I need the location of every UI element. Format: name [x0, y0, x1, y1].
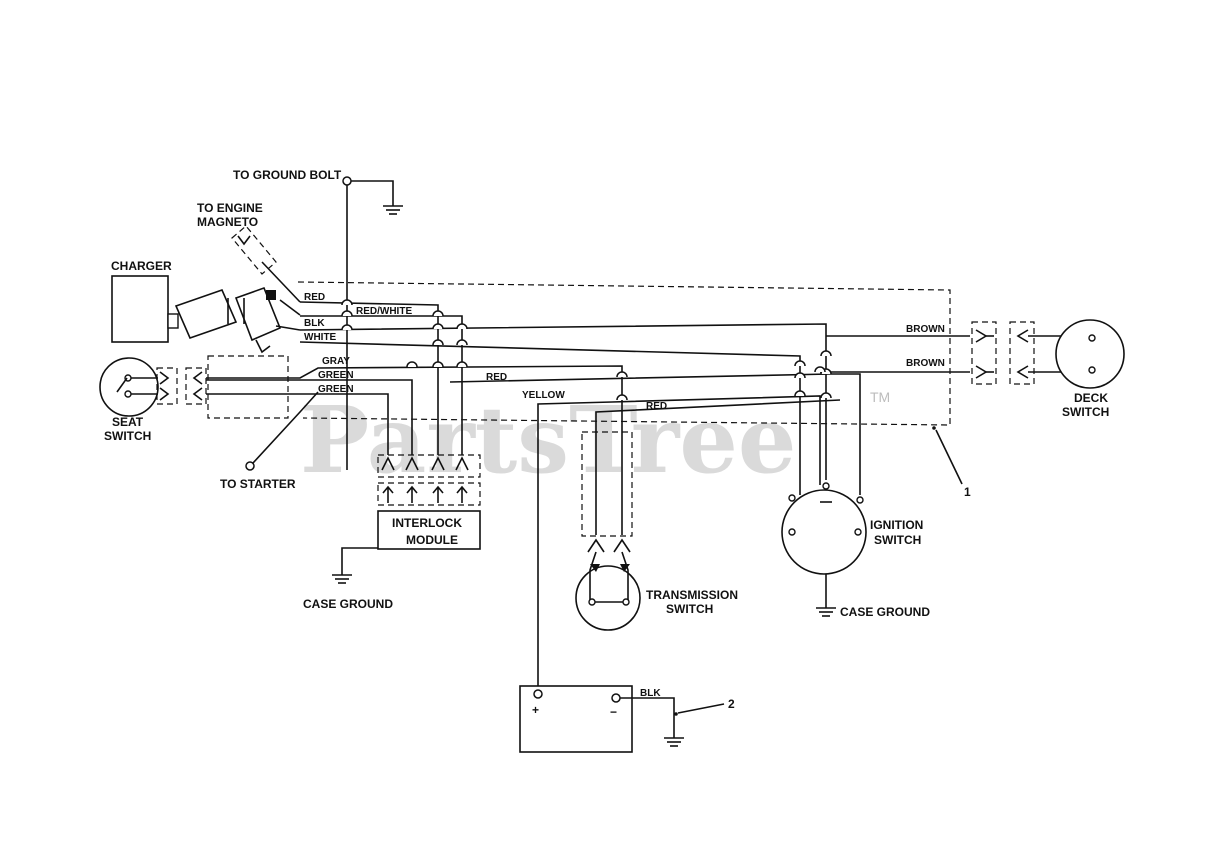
watermark-tm: TM — [870, 389, 890, 405]
crossovers — [341, 299, 832, 401]
label-to-ground-bolt: TO GROUND BOLT — [233, 168, 342, 182]
charger-connector — [167, 286, 301, 354]
wire-green-2 — [206, 393, 389, 455]
wire-label-red-2: RED — [486, 372, 507, 383]
label-transmission: TRANSMISSION — [646, 588, 738, 602]
label-deck: DECK — [1074, 391, 1108, 405]
callout-2: 2 — [728, 697, 735, 711]
callout-1: 1 — [964, 485, 971, 499]
label-ignition-switch: SWITCH — [874, 533, 921, 547]
starter-lead — [245, 391, 319, 471]
label-seat: SEAT — [112, 415, 144, 429]
wire-label-brown-1: BROWN — [906, 324, 945, 335]
callout-1-leader — [932, 426, 963, 485]
label-to-engine: TO ENGINE — [197, 201, 263, 215]
wire-label-red-white: RED/WHITE — [356, 306, 412, 317]
label-seat-switch: SWITCH — [104, 429, 151, 443]
wire-label-gray: GRAY — [322, 356, 350, 367]
battery-negative: − — [610, 705, 617, 719]
wire-white — [299, 341, 801, 495]
battery — [519, 685, 684, 753]
label-case-ground-1: CASE GROUND — [303, 597, 393, 611]
watermark: PartsTree — [300, 386, 796, 494]
callout-2-leader — [674, 703, 725, 716]
wire-green-1 — [206, 379, 413, 455]
battery-positive: + — [532, 703, 539, 717]
magneto-connector — [231, 225, 301, 303]
interlock-module-box — [377, 510, 481, 550]
label-to-starter: TO STARTER — [220, 477, 296, 491]
wire-red-white — [300, 315, 463, 455]
wire-label-blk: BLK — [304, 318, 325, 329]
label-ignition: IGNITION — [870, 518, 923, 532]
interlock-connectors — [377, 454, 481, 506]
label-module: MODULE — [406, 533, 458, 547]
wire-label-blk-2: BLK — [640, 688, 661, 699]
label-interlock: INTERLOCK — [392, 516, 462, 530]
seat-switch — [99, 355, 289, 419]
wire-red-3 — [595, 399, 841, 535]
harness-boundary — [297, 281, 951, 426]
wire-yellow — [537, 395, 821, 690]
label-charger: CHARGER — [111, 259, 172, 273]
ignition-switch — [781, 482, 867, 617]
wire-label-yellow: YELLOW — [522, 390, 565, 401]
wire-blk — [299, 323, 827, 480]
label-magneto: MAGNETO — [197, 215, 258, 229]
wire-gray — [206, 365, 623, 535]
wire-label-red-3: RED — [646, 401, 667, 412]
interlock-ground — [332, 547, 378, 584]
wire-label-brown-2: BROWN — [906, 358, 945, 369]
charger-box — [111, 275, 169, 343]
wire-label-white: WHITE — [304, 332, 337, 343]
deck-switch — [971, 319, 1125, 389]
label-case-ground-2: CASE GROUND — [840, 605, 930, 619]
wire-label-green-1: GREEN — [318, 370, 354, 381]
wire-red-2 — [449, 373, 861, 495]
wire-label-red: RED — [304, 292, 325, 303]
transmission-switch — [575, 431, 641, 631]
wire-label-green-2: GREEN — [318, 384, 354, 395]
label-deck-switch: SWITCH — [1062, 405, 1109, 419]
label-transmission-switch: SWITCH — [666, 602, 713, 616]
